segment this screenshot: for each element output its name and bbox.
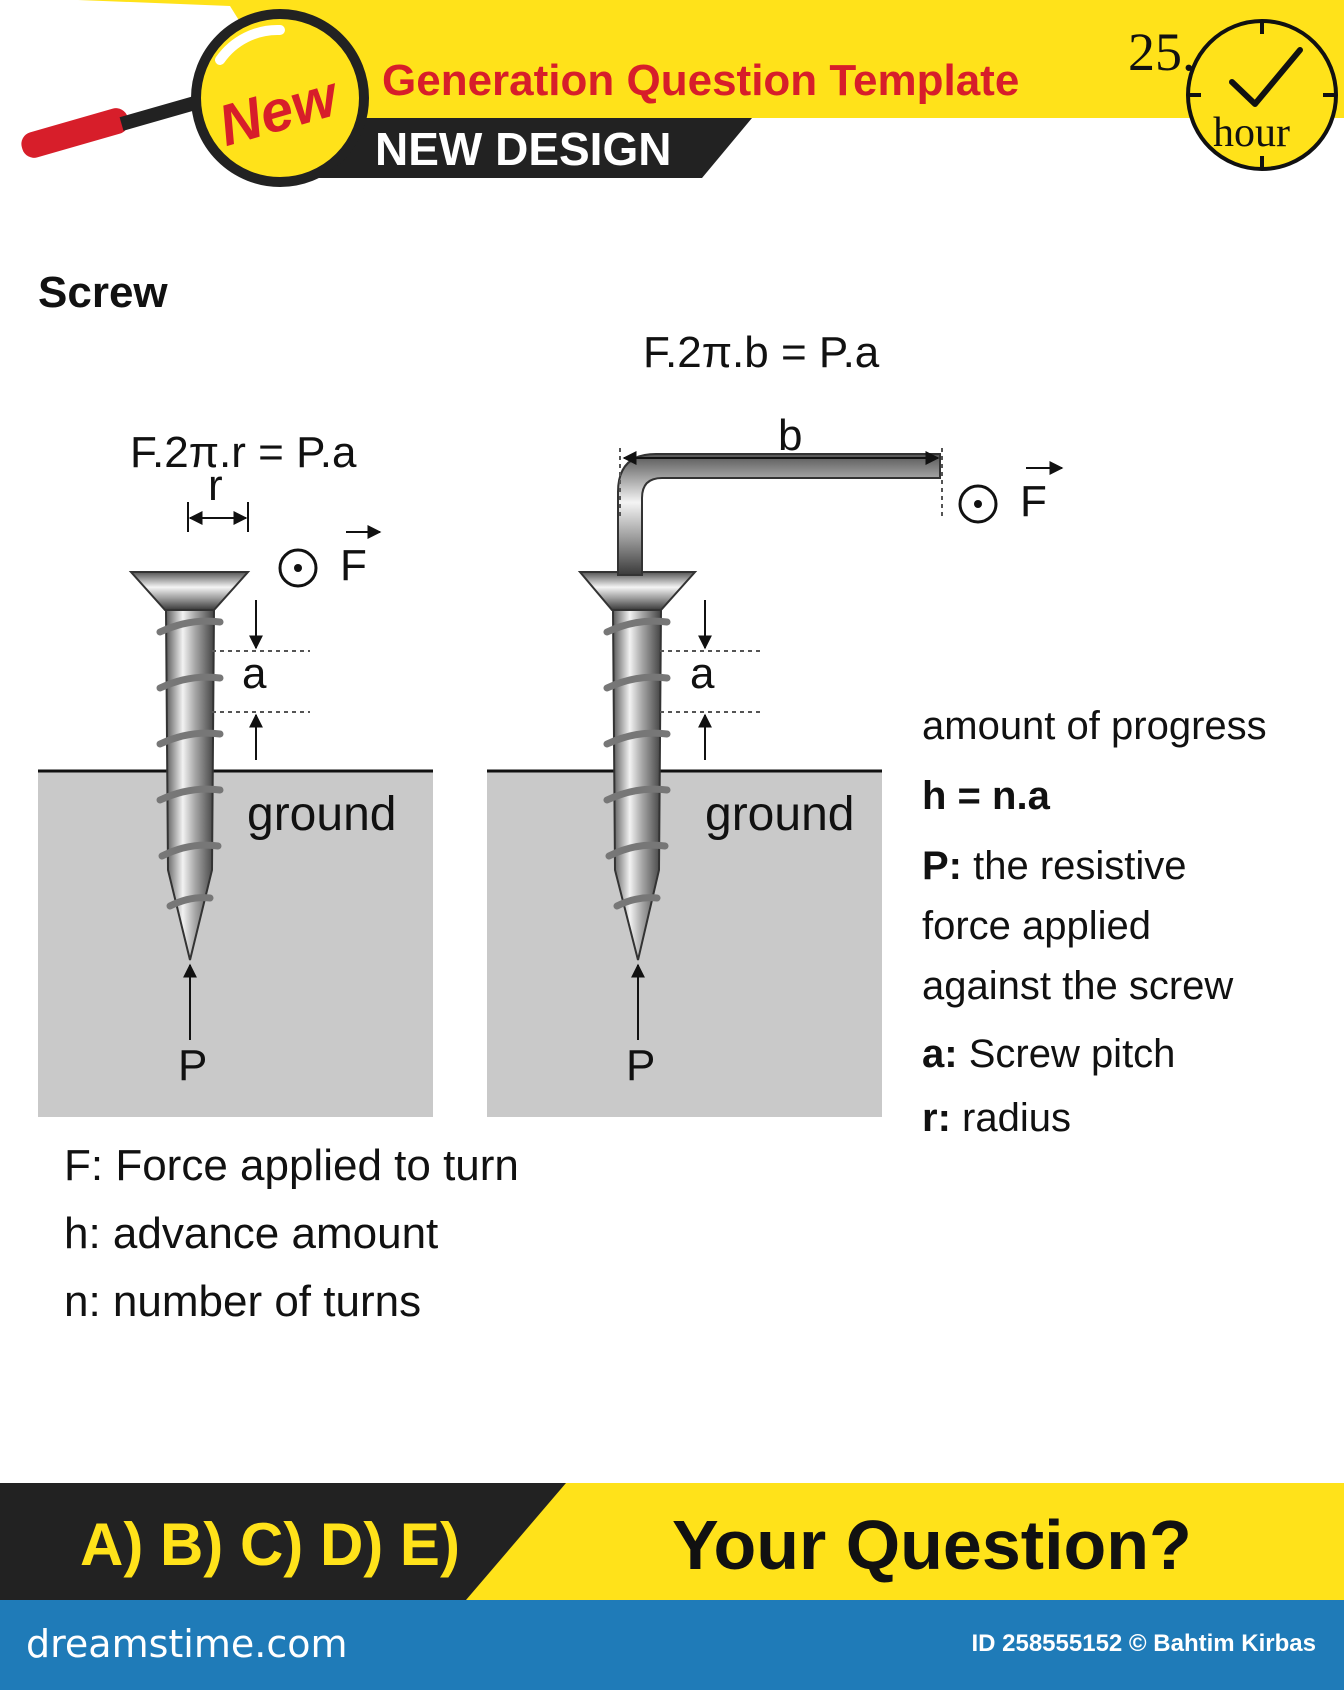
legend-item-force: F: Force applied to turn (64, 1141, 519, 1190)
left-formula: F.2π.r = P.a (130, 428, 357, 477)
left-force-out-icon (278, 548, 318, 588)
right-arm-label: b (778, 411, 802, 460)
clock-number: 25. (1128, 22, 1196, 82)
header-dark-band (300, 118, 752, 178)
right-force-out-icon (958, 484, 998, 524)
watermark-id: ID 258555152 © Bahtim Kirbas (971, 1630, 1316, 1657)
right-ground-label: ground (705, 788, 854, 841)
right-force-label: F (1020, 477, 1047, 526)
legend-p-line2: force applied (922, 904, 1152, 948)
legend-a-key: a: (922, 1032, 958, 1076)
header-subtitle: NEW DESIGN (375, 123, 671, 175)
left-force-label: F (340, 541, 367, 590)
magnifier-icon (21, 9, 369, 187)
clock-icon (1186, 19, 1338, 171)
header-banner: Generation Question Template NEW DESIGN … (21, 0, 1344, 187)
legend-p-line1: the resistive (962, 844, 1187, 888)
legend-right: amount of progress h = n.a P: the resist… (922, 706, 1267, 1138)
right-resist-label: P (626, 1041, 655, 1090)
legend-a-desc: Screw pitch (957, 1032, 1176, 1076)
hex-key-wrench (617, 453, 941, 576)
legend-bottom: F: Force applied to turn h: advance amou… (64, 1144, 519, 1324)
legend-item-advance: h: advance amount (64, 1209, 439, 1258)
legend-p: P: the resistive (922, 846, 1267, 886)
footer-dark-band (0, 1483, 566, 1600)
legend-p-key: P: (922, 844, 962, 888)
header-title: Generation Question Template (382, 56, 1019, 105)
answer-options: A) B) C) D) E) (80, 1511, 460, 1578)
left-screw (128, 571, 251, 961)
left-radius-label: r (208, 461, 223, 510)
right-formula: F.2π.b = P.a (643, 328, 880, 377)
screw-diagram: ground r F a P ground (38, 411, 1064, 1117)
right-screw (577, 571, 698, 961)
left-pitch-label: a (242, 649, 267, 698)
legend-r-key: r: (922, 1096, 951, 1140)
legend-r-desc: radius (950, 1096, 1071, 1140)
left-ground-label: ground (247, 788, 396, 841)
legend-p-line3: against the screw (922, 964, 1234, 1008)
section-title: Screw (38, 268, 168, 317)
legend-a: a: Screw pitch (922, 1034, 1267, 1074)
legend-item-turns: n: number of turns (64, 1277, 422, 1326)
header-yellow-band (78, 0, 1344, 118)
right-pitch-label: a (690, 649, 715, 698)
clock-unit: hour (1213, 110, 1290, 156)
left-resist-label: P (178, 1041, 207, 1090)
left-ground-block (38, 771, 433, 1117)
legend-r: r: radius (922, 1098, 1267, 1138)
right-ground-block (487, 771, 882, 1117)
progress-title: amount of progress (922, 704, 1267, 748)
footer-banner: A) B) C) D) E) Your Question? (0, 1483, 1344, 1600)
watermark-brand: dreamstime.com (26, 1622, 348, 1666)
progress-formula: h = n.a (922, 774, 1050, 818)
watermark-bar: dreamstime.com ID 258555152 © Bahtim Kir… (0, 1600, 1344, 1690)
question-prompt: Your Question? (672, 1506, 1192, 1584)
